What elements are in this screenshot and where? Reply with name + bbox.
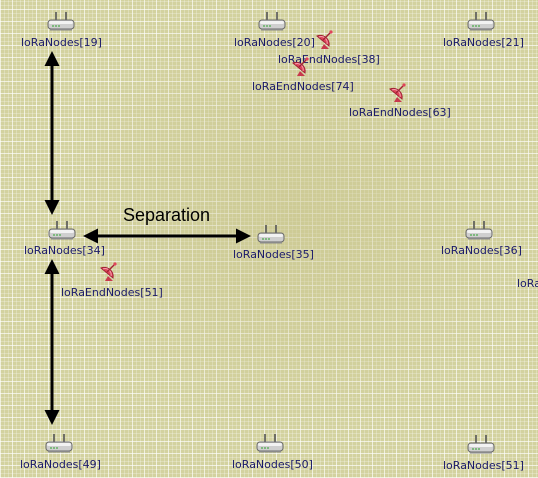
- end-node-antenna-icon[interactable]: [289, 53, 313, 77]
- gateway-label-20: loRaNodes[20]: [234, 36, 315, 49]
- gateway-label-34: loRaNodes[34]: [24, 244, 105, 257]
- gateway-icon[interactable]: [256, 223, 286, 245]
- end-node-antenna-icon[interactable]: [97, 258, 121, 282]
- gateway-label-51: loRaNodes[51]: [443, 459, 524, 472]
- end-node-antenna-icon[interactable]: [386, 79, 410, 103]
- gateway-icon[interactable]: [255, 432, 285, 454]
- gateway-label-19: loRaNodes[19]: [21, 36, 102, 49]
- gateway-icon[interactable]: [464, 219, 494, 241]
- gateway-label-49: loRaNodes[49]: [20, 458, 101, 471]
- gateway-icon[interactable]: [466, 10, 496, 32]
- gateway-label-35: loRaNodes[35]: [233, 248, 314, 261]
- partial-node-label: loRa: [517, 277, 538, 290]
- gateway-icon[interactable]: [44, 432, 74, 454]
- gateway-label-21: loRaNodes[21]: [443, 36, 524, 49]
- gateway-icon[interactable]: [257, 10, 287, 32]
- gateway-icon[interactable]: [47, 219, 77, 241]
- end-node-label-63: loRaEndNodes[63]: [349, 106, 451, 119]
- gateway-icon[interactable]: [466, 433, 496, 455]
- end-node-label-74: loRaEndNodes[74]: [252, 80, 354, 93]
- gateway-icon[interactable]: [46, 10, 76, 32]
- gateway-label-50: loRaNodes[50]: [232, 458, 313, 471]
- separation-label: Separation: [123, 205, 211, 225]
- end-node-label-51: loRaEndNodes[51]: [61, 286, 163, 299]
- end-node-antenna-icon[interactable]: [313, 26, 337, 50]
- gateway-label-36: loRaNodes[36]: [441, 244, 522, 257]
